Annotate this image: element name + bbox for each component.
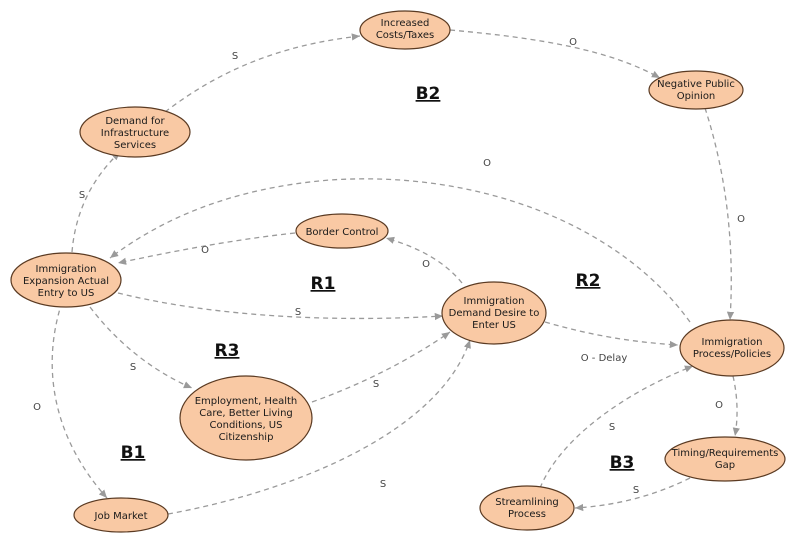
svg-text:Care, Better Living: Care, Better Living bbox=[199, 408, 293, 419]
edge-label-expansion-to-employment: S bbox=[130, 362, 136, 373]
edge-label-timing-to-streamlining: S bbox=[633, 485, 639, 496]
node-immigration-demand[interactable]: Immigration Demand Desire to Enter US bbox=[441, 281, 547, 345]
edge-label-infra-to-costs: S bbox=[232, 51, 238, 62]
edge-border-to-expansion bbox=[117, 232, 296, 265]
svg-text:Demand for: Demand for bbox=[105, 116, 165, 127]
edge-employment-to-demand bbox=[311, 331, 451, 403]
node-job-market[interactable]: Job Market bbox=[73, 497, 169, 533]
edge-expansion-to-employment bbox=[89, 306, 193, 389]
edge-label-streamlining-to-process: S bbox=[609, 422, 615, 433]
node-streamlining[interactable]: Streamlining Process bbox=[479, 485, 575, 531]
svg-text:Opinion: Opinion bbox=[677, 91, 716, 102]
edge-process-to-timing bbox=[732, 375, 740, 437]
svg-text:Streamlining: Streamlining bbox=[495, 497, 559, 508]
svg-text:Job Market: Job Market bbox=[94, 511, 148, 522]
svg-text:Process: Process bbox=[508, 509, 546, 520]
edge-label-expansion-to-job: O bbox=[33, 402, 41, 413]
edge-label-expansion-to-demand: S bbox=[295, 307, 301, 318]
edge-streamlining-to-process bbox=[539, 365, 694, 489]
svg-text:Timing/Requirements: Timing/Requirements bbox=[671, 448, 779, 459]
svg-text:Increased: Increased bbox=[381, 18, 430, 29]
edge-process-to-expansion bbox=[109, 178, 691, 323]
loop-label-r3: R3 bbox=[215, 341, 240, 361]
svg-text:Services: Services bbox=[114, 140, 156, 151]
loop-label-b3: B3 bbox=[610, 453, 635, 473]
svg-text:Immigration: Immigration bbox=[36, 264, 97, 275]
node-timing-gap[interactable]: Timing/Requirements Gap bbox=[664, 436, 786, 482]
edge-opinion-to-process bbox=[704, 107, 735, 321]
edge-costs-to-opinion bbox=[449, 29, 661, 79]
edge-job-to-demand bbox=[167, 339, 471, 515]
svg-text:Process/Policies: Process/Policies bbox=[693, 349, 771, 360]
svg-text:Entry to US: Entry to US bbox=[38, 288, 95, 299]
edge-label-job-to-demand: S bbox=[380, 479, 386, 490]
svg-text:Border Control: Border Control bbox=[306, 227, 379, 238]
edge-infra-to-costs bbox=[164, 33, 361, 113]
node-immigration-expansion[interactable]: Immigration Expansion Actual Entry to US bbox=[10, 252, 122, 308]
edge-expansion-to-demand bbox=[117, 292, 444, 321]
svg-text:Expansion Actual: Expansion Actual bbox=[23, 276, 109, 287]
edge-timing-to-streamlining bbox=[574, 477, 691, 512]
edge-demand-to-process bbox=[544, 321, 679, 349]
node-negative-opinion[interactable]: Negative Public Opinion bbox=[648, 70, 744, 110]
svg-text:Gap: Gap bbox=[715, 460, 735, 471]
edge-expansion-to-job bbox=[51, 301, 108, 499]
node-border-control[interactable]: Border Control bbox=[295, 213, 389, 249]
loop-label-r1: R1 bbox=[311, 274, 336, 294]
edge-label-process-to-timing: O bbox=[715, 400, 723, 411]
svg-text:Immigration: Immigration bbox=[702, 337, 763, 348]
svg-text:Employment, Health: Employment, Health bbox=[195, 396, 298, 407]
edge-label-opinion-to-process: O bbox=[737, 214, 745, 225]
edge-label-employment-to-demand: S bbox=[373, 379, 379, 390]
edge-label-costs-to-opinion: O bbox=[569, 37, 577, 48]
svg-text:Demand Desire to: Demand Desire to bbox=[449, 308, 540, 319]
loop-label-r2: R2 bbox=[576, 271, 601, 291]
edge-label-border-to-expansion: O bbox=[201, 245, 209, 256]
loop-label-b1: B1 bbox=[121, 443, 146, 463]
svg-text:Citizenship: Citizenship bbox=[219, 432, 274, 443]
loop-label-b2: B2 bbox=[416, 84, 441, 104]
node-increased-costs[interactable]: Increased Costs/Taxes bbox=[359, 10, 451, 50]
svg-text:Conditions, US: Conditions, US bbox=[210, 420, 283, 431]
node-demand-infrastructure[interactable]: Demand for Infrastructure Services bbox=[79, 106, 191, 158]
svg-text:Costs/Taxes: Costs/Taxes bbox=[376, 30, 434, 41]
svg-text:Immigration: Immigration bbox=[464, 296, 525, 307]
node-employment[interactable]: Employment, Health Care, Better Living C… bbox=[179, 375, 313, 461]
edge-label-demand-to-process: O - Delay bbox=[581, 353, 628, 364]
svg-text:Infrastructure: Infrastructure bbox=[101, 128, 169, 139]
edge-expansion-to-infra bbox=[71, 151, 121, 253]
edge-label-expansion-to-infra: S bbox=[79, 190, 85, 201]
node-immigration-process[interactable]: Immigration Process/Policies bbox=[679, 319, 785, 377]
edge-label-process-to-expansion: O bbox=[483, 158, 491, 169]
svg-text:Enter US: Enter US bbox=[472, 320, 516, 331]
svg-text:Negative Public: Negative Public bbox=[657, 79, 735, 90]
edge-label-demand-to-border: O bbox=[422, 259, 430, 270]
